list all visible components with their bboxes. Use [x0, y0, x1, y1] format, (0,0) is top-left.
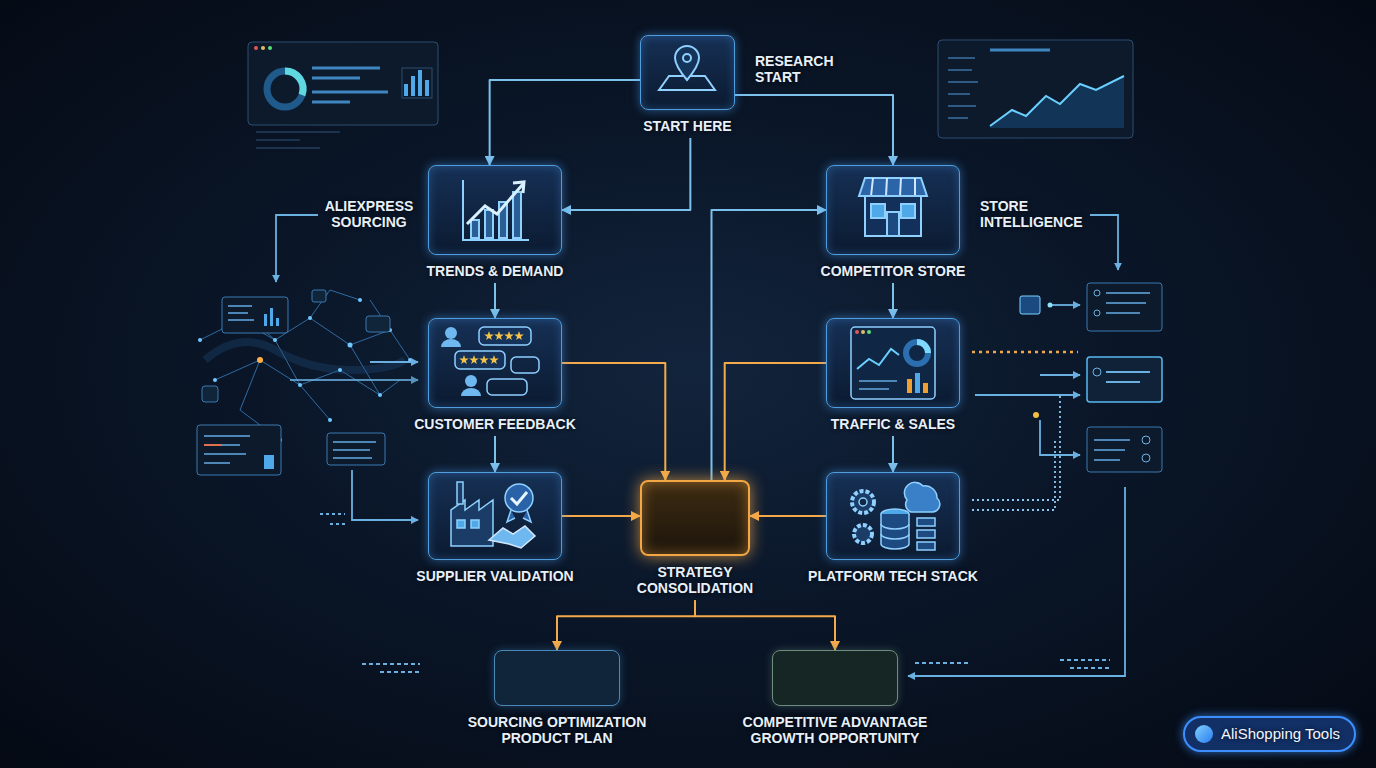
flow-connector: [725, 363, 826, 480]
flow-connector: [490, 80, 640, 165]
node-label: TRAFFIC & SALES: [773, 416, 1013, 432]
flow-connector: [735, 95, 893, 165]
flow-connector: [562, 515, 640, 517]
flow-connector: [557, 600, 695, 650]
map-pin-icon: [659, 46, 715, 90]
node-label: CUSTOMER FEEDBACK: [375, 416, 615, 432]
node-label: PLATFORM TECH STACK: [773, 568, 1013, 584]
box-outline: [772, 650, 898, 706]
node-label: COMPETITOR STORE: [773, 263, 1013, 279]
supplier-icon: [451, 482, 535, 548]
box-outline: [640, 35, 735, 110]
annotation: STORE INTELLIGENCE: [980, 198, 1110, 230]
flow-connector: [892, 283, 894, 318]
process-box: TRAFFIC & SALES: [826, 318, 960, 432]
box-grounds: [428, 35, 960, 706]
box-outline: [428, 318, 562, 408]
world-network: [198, 290, 412, 442]
outcome-box: SOURCING OPTIMIZATION PRODUCT PLAN: [494, 650, 620, 746]
process-box: COMPETITOR STORE: [826, 165, 960, 279]
hub-box: STRATEGY CONSOLIDATION: [640, 480, 750, 596]
tech-stack-icon: [852, 482, 940, 550]
brand-badge: AliShopping Tools: [1183, 716, 1356, 752]
process-box: SUPPLIER VALIDATION: [428, 472, 562, 584]
box-outline: [428, 165, 562, 255]
store-icon: [859, 178, 927, 236]
feed-arrows: [276, 215, 1125, 676]
annotation: ALIEXPRESS SOURCING: [310, 198, 428, 230]
trend-chart-icon: [463, 180, 529, 240]
mini-panels: [197, 290, 390, 475]
outcome-box: COMPETITIVE ADVANTAGE GROWTH OPPORTUNITY: [772, 650, 898, 746]
process-box: CUSTOMER FEEDBACK: [428, 318, 562, 432]
flow-connector: [494, 436, 496, 472]
box-outline: [494, 650, 620, 706]
node-label: SUPPLIER VALIDATION: [375, 568, 615, 584]
flow-connector: [494, 283, 496, 318]
box-outline: [826, 472, 960, 560]
dashboard-panel: [248, 42, 438, 148]
flow-connector: [750, 515, 826, 517]
right-panels: [1020, 283, 1162, 472]
box-outline: [640, 480, 750, 556]
reviews-icon: [441, 327, 539, 396]
process-box: TRENDS & DEMAND: [428, 165, 562, 279]
flow-connector: [892, 436, 894, 472]
chart-panel: [938, 40, 1133, 138]
annotation: RESEARCH START: [755, 53, 850, 85]
dashboard-icon: [851, 327, 935, 399]
flow-connector: [712, 210, 827, 480]
node-label: TRENDS & DEMAND: [375, 263, 615, 279]
flow-connector: [562, 138, 690, 210]
box-outline: [428, 472, 562, 560]
box-outline: [826, 318, 960, 408]
process-box: PLATFORM TECH STACK: [826, 472, 960, 584]
node-label: SOURCING OPTIMIZATION PRODUCT PLAN: [437, 714, 677, 746]
flow-connector: [695, 600, 835, 650]
node-label: STRATEGY CONSOLIDATION: [620, 564, 770, 596]
box-outline: [826, 165, 960, 255]
start-box: START HERE: [640, 35, 735, 134]
node-label: START HERE: [568, 118, 808, 134]
node-label: COMPETITIVE ADVANTAGE GROWTH OPPORTUNITY: [715, 714, 955, 746]
flow-connector: [562, 363, 665, 480]
